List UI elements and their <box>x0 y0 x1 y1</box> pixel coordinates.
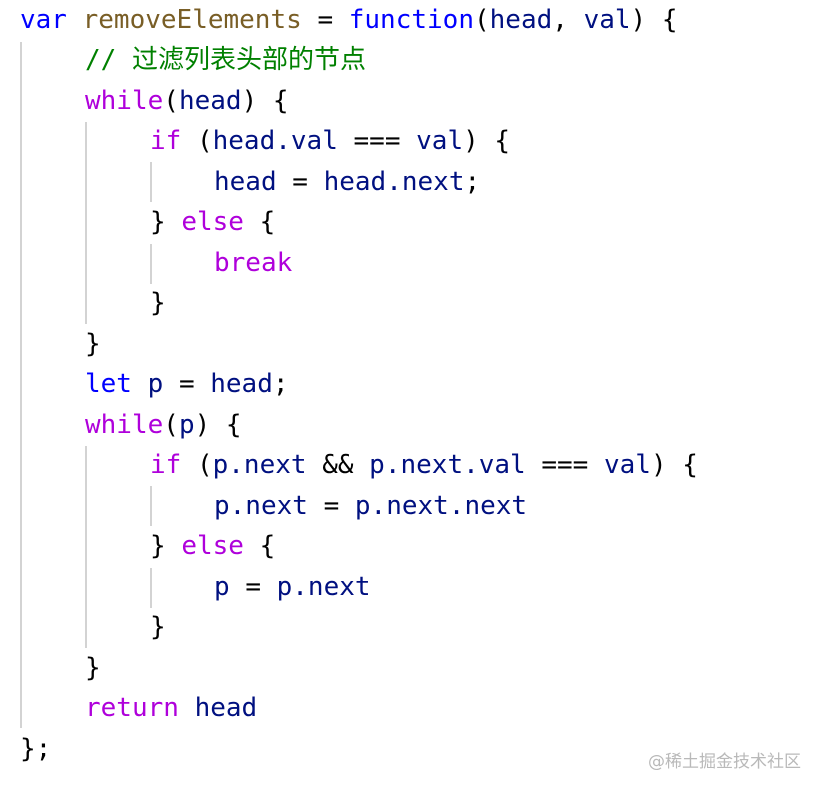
code-line-16: } <box>150 607 166 647</box>
code-line-12: if (p.next && p.next.val === val) { <box>150 445 698 485</box>
operator-assign: = <box>323 491 340 521</box>
identifier-val: val <box>416 126 464 156</box>
comment: // 过滤列表头部的节点 <box>85 45 366 75</box>
code-line-5: head = head.next; <box>214 162 480 202</box>
keyword-while: while <box>85 410 164 440</box>
paren-close: ) <box>463 126 479 156</box>
code-line-15: p = p.next <box>214 567 371 607</box>
indent-guide-while1 <box>85 122 87 324</box>
paren-open: ( <box>196 126 213 156</box>
param-head: head <box>489 5 553 35</box>
code-line-13: p.next = p.next.next <box>214 486 527 526</box>
code-line-8: } <box>150 283 166 323</box>
indent-guide-if1 <box>150 162 152 202</box>
brace-close: } <box>85 653 101 683</box>
identifier-head: head <box>210 369 273 399</box>
keyword-if: if <box>150 126 182 156</box>
identifier-head: head <box>214 167 277 197</box>
identifier-val: val <box>604 450 651 480</box>
brace-open: { <box>225 410 242 440</box>
expr-p-next: p.next <box>212 450 307 480</box>
identifier-p: p <box>178 410 195 440</box>
indent-guide-else2 <box>150 568 152 608</box>
operator-assign: = <box>245 572 261 602</box>
operator-assign: = <box>317 5 334 35</box>
code-line-7: break <box>214 243 292 283</box>
function-name: removeElements <box>82 5 302 35</box>
brace-close: } <box>150 531 166 561</box>
brace-open: { <box>259 207 276 237</box>
identifier-p: p <box>214 572 230 602</box>
brace-close: } <box>150 612 166 642</box>
code-line-18: return head <box>85 688 257 728</box>
brace-open: { <box>494 126 511 156</box>
paren-close: ) <box>241 86 258 116</box>
brace-close: } <box>150 288 166 318</box>
keyword-return: return <box>85 693 179 723</box>
identifier-head: head <box>194 693 258 723</box>
brace-open: { <box>682 450 698 480</box>
keyword-while: while <box>85 86 164 116</box>
brace-close: } <box>85 329 101 359</box>
expr-p-next-next: p.next.next <box>354 491 528 521</box>
operator-and: && <box>322 450 354 480</box>
comma: , <box>552 5 568 35</box>
keyword-else: else <box>181 531 244 561</box>
code-line-17: } <box>85 648 101 688</box>
param-val: val <box>583 5 631 35</box>
brace-open: { <box>661 5 678 35</box>
brace-close: } <box>150 207 166 237</box>
paren-close: ) <box>650 450 667 480</box>
indent-guide-if2 <box>150 486 152 526</box>
paren-open: ( <box>163 86 179 116</box>
watermark: @稀土掘金技术社区 <box>648 752 801 772</box>
operator-assign: = <box>292 167 308 197</box>
code-line-3: while(head) { <box>85 81 289 121</box>
paren-open: ( <box>196 450 213 480</box>
identifier-head: head <box>178 86 242 116</box>
paren-open: ( <box>473 5 490 35</box>
expr-head-next: head.next <box>323 167 465 197</box>
operator-strict-equal: === <box>541 450 589 480</box>
semicolon: ; <box>464 167 481 197</box>
expr-p-next: p.next <box>214 491 308 521</box>
paren-close: ) <box>194 410 211 440</box>
indent-guide-else1 <box>150 244 152 284</box>
keyword-function: function <box>348 5 474 35</box>
keyword-let: let <box>85 369 132 399</box>
indent-guide-while2 <box>85 446 87 648</box>
code-line-10: let p = head; <box>85 364 289 404</box>
paren-close: ) <box>630 5 647 35</box>
code-line-4: if (head.val === val) { <box>150 121 510 161</box>
code-line-1: var removeElements = function(head, val)… <box>20 0 678 40</box>
semicolon: ; <box>272 369 289 399</box>
code-line-9: } <box>85 324 101 364</box>
closing-brace-semicolon: }; <box>20 734 52 764</box>
code-line-14: } else { <box>150 526 275 566</box>
brace-open: { <box>272 86 289 116</box>
keyword-break: break <box>214 248 293 278</box>
expr-head-val: head.val <box>212 126 338 156</box>
brace-open: { <box>259 531 276 561</box>
identifier-p: p <box>147 369 164 399</box>
indent-guide-level-1 <box>20 42 22 728</box>
code-line-11: while(p) { <box>85 405 242 445</box>
keyword-var: var <box>20 5 67 35</box>
keyword-else: else <box>181 207 244 237</box>
code-line-2: // 过滤列表头部的节点 <box>85 40 366 80</box>
paren-open: ( <box>163 410 179 440</box>
operator-assign: = <box>178 369 195 399</box>
code-line-6: } else { <box>150 202 275 242</box>
operator-strict-equal: === <box>353 126 401 156</box>
code-line-19: }; <box>20 729 51 769</box>
expr-p-next: p.next <box>276 572 371 602</box>
expr-p-next-val: p.next.val <box>369 450 526 480</box>
keyword-if: if <box>150 450 182 480</box>
